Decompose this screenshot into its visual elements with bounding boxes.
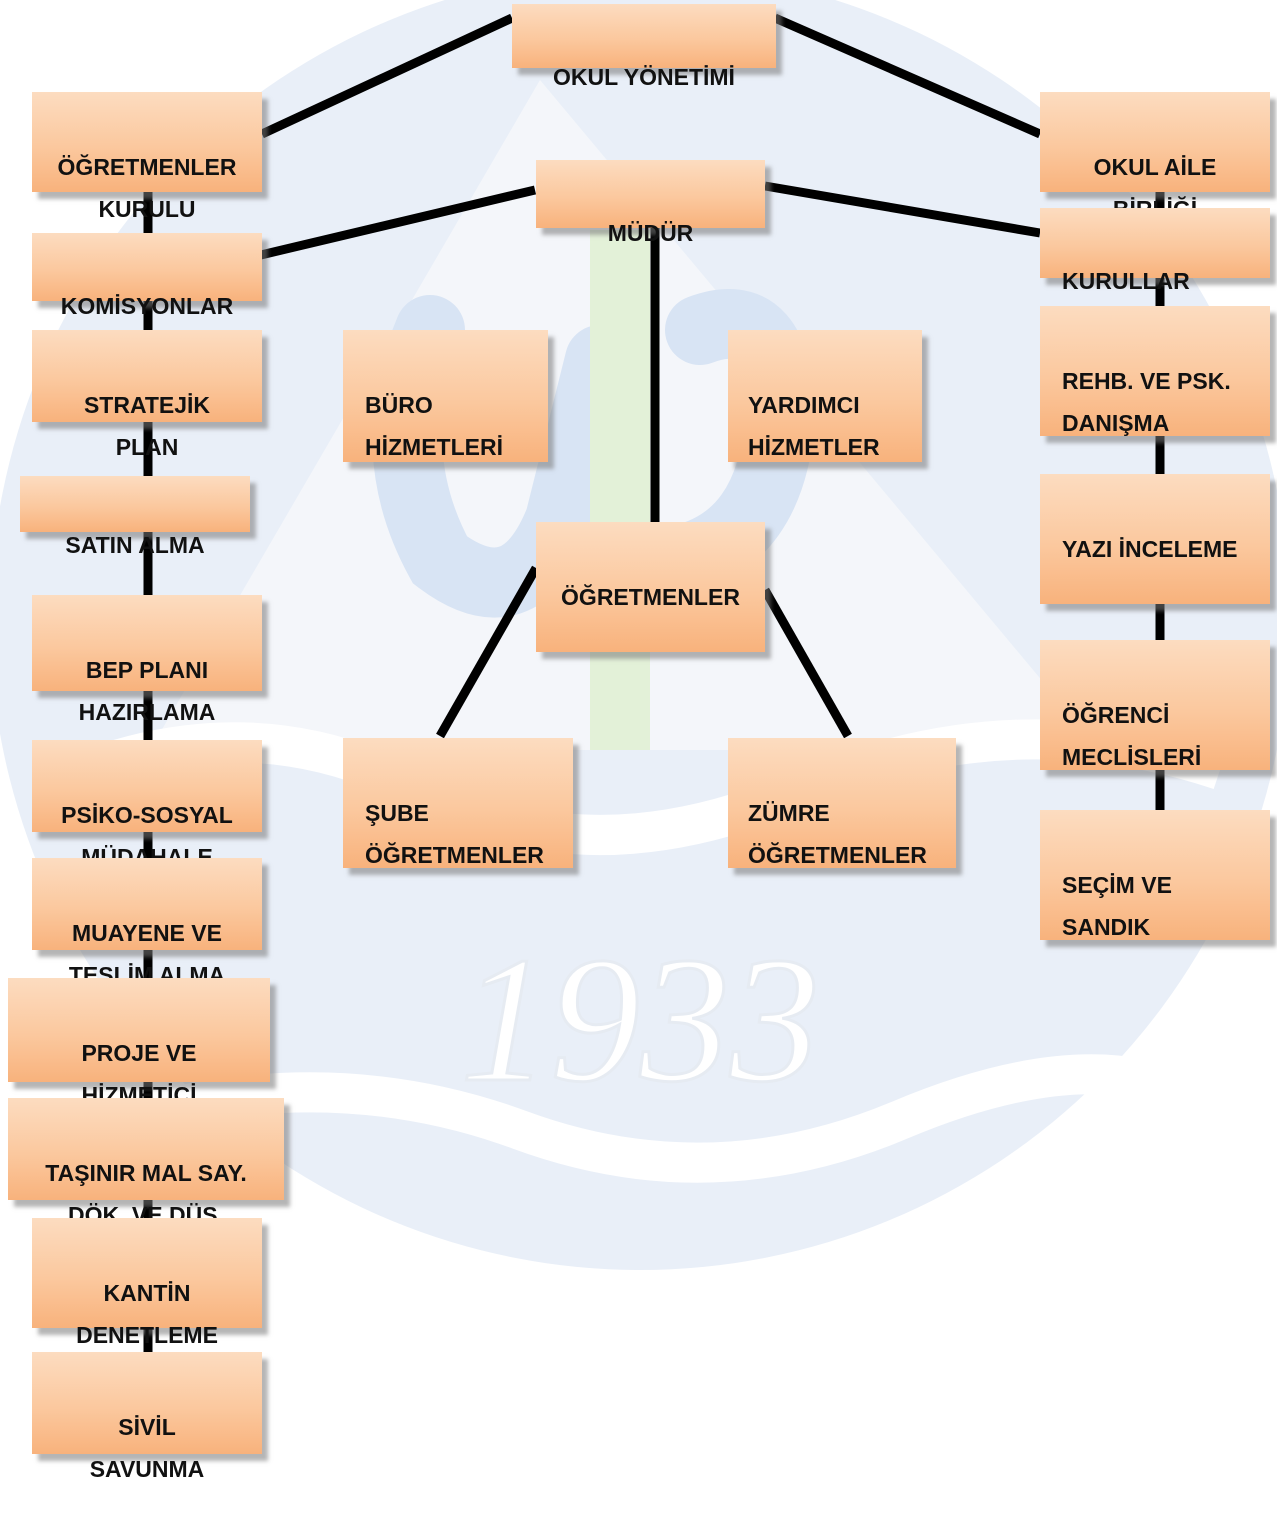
node-label: ÖĞRETMENLER <box>561 584 740 610</box>
node-sivil-savunma: SİVİL SAVUNMA <box>32 1352 262 1482</box>
node-ogretmenler: ÖĞRETMENLER <box>536 522 765 652</box>
node-label: SEÇİM VE SANDIK <box>1062 872 1172 940</box>
node-label: KANTİN DENETLEME <box>76 1280 218 1348</box>
logo-wave-2 <box>114 1054 1210 1183</box>
node-label: SİVİL SAVUNMA <box>89 1414 205 1482</box>
node-label: ŞUBE ÖĞRETMENLER <box>365 800 544 868</box>
node-tasinir-mal: TAŞINIR MAL SAY. DÖK. VE DÜŞ. <box>8 1098 284 1228</box>
node-secim-ve-sandik: SEÇİM VE SANDIK <box>1040 810 1270 940</box>
node-label: ÖĞRETMENLER KURULU <box>57 154 237 222</box>
node-komisyonlar: KOMİSYONLAR <box>32 233 262 319</box>
node-yazi-inceleme: YAZI İNCELEME <box>1040 474 1270 604</box>
edge-director-boards <box>764 181 1041 238</box>
node-psiko-sosyal-mudahale: PSİKO-SOSYAL MÜDAHALE <box>32 740 262 870</box>
node-bep-plani-hazirlama: BEP PLANI HAZIRLAMA <box>32 595 262 725</box>
node-okul-yonetimi: OKUL YÖNETİMİ <box>512 4 776 90</box>
node-label: YARDIMCI HİZMETLER <box>748 392 880 460</box>
node-label: STRATEJİK PLAN <box>83 392 211 460</box>
node-label: ÖĞRENCİ MECLİSLERİ <box>1062 702 1202 770</box>
node-ogretmenler-kurulu: ÖĞRETMENLER KURULU <box>32 92 262 222</box>
node-satin-alma: SATIN ALMA <box>20 476 250 558</box>
node-zumre-ogretmenler: ZÜMRE ÖĞRETMENLER <box>728 738 956 868</box>
edge-teachers-branch <box>436 565 540 739</box>
node-label: MÜDÜR <box>607 220 694 246</box>
node-label: KURULLAR <box>1062 268 1190 294</box>
node-label: BEP PLANI HAZIRLAMA <box>78 657 216 725</box>
node-stratejik-plan: STRATEJİK PLAN <box>32 330 262 460</box>
edge-teachers-group <box>761 587 852 739</box>
node-muayene-ve-teslim-alma: MUAYENE VE TESLİM ALMA <box>32 858 262 988</box>
logo-mast <box>590 230 650 750</box>
node-label: OKUL YÖNETİMİ <box>553 64 735 90</box>
edge-root-parent-assoc <box>773 13 1042 139</box>
node-rehb-ve-psk-danisma: REHB. VE PSK. DANIŞMA <box>1040 306 1270 436</box>
node-yardimci-hizmetler: YARDIMCI HİZMETLER <box>728 330 922 462</box>
node-okul-aile-birligi: OKUL AİLE BİRLİĞİ <box>1040 92 1270 222</box>
node-label: SATIN ALMA <box>65 532 205 558</box>
node-kantin-denetleme: KANTİN DENETLEME <box>32 1218 262 1348</box>
node-label: KOMİSYONLAR <box>60 293 234 319</box>
node-label: YAZI İNCELEME <box>1062 536 1238 562</box>
node-label: ZÜMRE ÖĞRETMENLER <box>748 800 927 868</box>
node-label: BÜRO HİZMETLERİ <box>365 392 503 460</box>
logo-year: 1933 <box>460 920 820 1119</box>
node-ogrenci-meclisleri: ÖĞRENCİ MECLİSLERİ <box>1040 640 1270 770</box>
edge-director-commissions <box>246 185 537 263</box>
node-sube-ogretmenler: ŞUBE ÖĞRETMENLER <box>343 738 573 868</box>
node-kurullar: KURULLAR <box>1040 208 1270 294</box>
edge-root-teachers-board <box>260 13 514 139</box>
node-proje-ve-hizmetici: PROJE VE HİZMETİÇİ <box>8 978 270 1108</box>
node-buro-hizmetleri: BÜRO HİZMETLERİ <box>343 330 548 462</box>
node-mudur: MÜDÜR <box>536 160 765 246</box>
node-label: REHB. VE PSK. DANIŞMA <box>1062 368 1231 436</box>
